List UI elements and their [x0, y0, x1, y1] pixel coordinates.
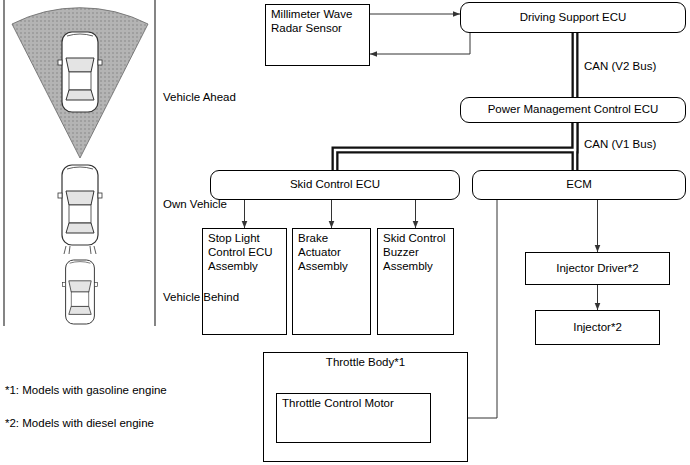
component-box: Stop Light Control ECU Assembly: [202, 228, 287, 335]
box-text: Skid Control Buzzer Assembly: [383, 232, 448, 273]
box-text: Injector*2: [541, 321, 654, 335]
sensor-box: Millimeter Wave Radar Sensor: [265, 4, 370, 66]
radar-detection-cone: [12, 8, 148, 158]
box-text: Stop Light Control ECU Assembly: [208, 232, 281, 273]
component-box: Injector Driver*2: [525, 252, 670, 285]
own-vehicle-wheel-marks: [64, 246, 96, 254]
component-box: Injector*2: [535, 310, 660, 345]
signal-arrow: [331, 200, 332, 228]
vehicle-label: Vehicle Behind: [163, 291, 239, 305]
signal-arrow: [597, 200, 598, 252]
box-text: Throttle Control Motor: [282, 397, 425, 411]
box-text: Brake Actuator Assembly: [298, 232, 365, 273]
ecu-box: ECM: [472, 170, 686, 200]
box-text: ECM: [478, 178, 680, 192]
signal-arrow: [415, 200, 416, 228]
box-text: Power Management Control ECU: [466, 103, 680, 117]
vehicle-behind-car: [62, 260, 97, 324]
signal-arrow: [370, 33, 470, 54]
vehicle-ahead-car: [58, 32, 102, 112]
box-text: Millimeter Wave Radar Sensor: [271, 8, 364, 36]
box-text: Injector Driver*2: [531, 262, 664, 276]
can-bus-core: [574, 123, 576, 170]
signal-arrow: [597, 285, 598, 310]
bus-label: CAN (V1 Bus): [582, 138, 658, 152]
bus-label: CAN (V2 Bus): [582, 60, 658, 74]
component-box: Skid Control Buzzer Assembly: [377, 228, 454, 335]
component-box: Throttle Control Motor: [276, 393, 431, 443]
ecu-box: Driving Support ECU: [460, 2, 686, 33]
box-text: Skid Control ECU: [216, 178, 454, 192]
own-vehicle-car: [58, 165, 102, 245]
lane-line: [154, 0, 155, 326]
vehicle-label: Vehicle Ahead: [163, 91, 236, 105]
box-text: Throttle Body*1: [269, 356, 462, 370]
assembly-box: Throttle Body*1Throttle Control Motor: [263, 352, 468, 462]
footnote: *1: Models with gasoline engine: [5, 384, 167, 398]
signal-arrow: [370, 14, 460, 15]
lane-line: [3, 0, 4, 326]
can-bus-line: [335, 123, 575, 170]
ecu-box: Power Management Control ECU: [460, 97, 686, 123]
footnote: *2: Models with diesel engine: [5, 417, 154, 431]
can-bus-core: [335, 123, 575, 170]
box-text: Driving Support ECU: [466, 11, 680, 25]
can-bus-line: [572, 33, 579, 97]
ecu-box: Skid Control ECU: [210, 170, 460, 200]
can-bus-core: [574, 33, 576, 97]
component-box: Brake Actuator Assembly: [292, 228, 371, 335]
signal-arrow: [244, 200, 245, 228]
vehicle-label: Own Vehicle: [163, 198, 227, 212]
can-bus-line: [572, 123, 579, 170]
